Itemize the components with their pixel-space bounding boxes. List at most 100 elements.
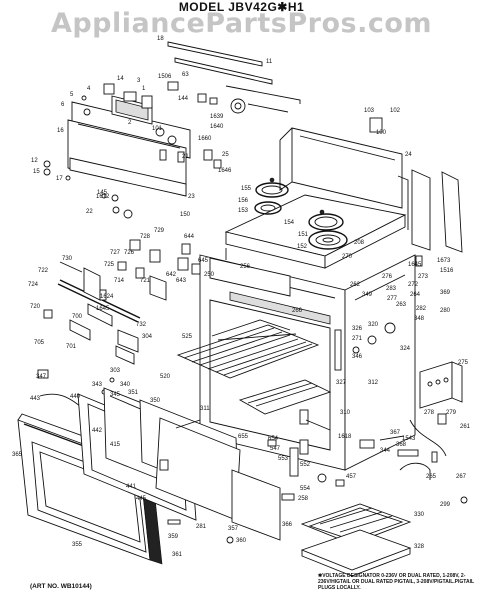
callout: 256 bbox=[240, 264, 251, 270]
callout: 21 bbox=[182, 154, 189, 160]
callout: 151 bbox=[298, 232, 309, 238]
callout: 150 bbox=[180, 212, 191, 218]
callout: 520 bbox=[160, 374, 171, 380]
callout: 729 bbox=[154, 228, 165, 234]
callout: 101 bbox=[152, 126, 163, 132]
callout: 365 bbox=[12, 452, 23, 458]
callout: 283 bbox=[386, 286, 397, 292]
switches-and-clips bbox=[101, 81, 383, 219]
callout: 720 bbox=[30, 304, 41, 310]
callout: 1660 bbox=[198, 136, 212, 142]
callout: 156 bbox=[238, 198, 249, 204]
callout: 276 bbox=[382, 274, 393, 280]
callout: 350 bbox=[150, 398, 161, 404]
callout: 1646 bbox=[218, 168, 232, 174]
callout: 279 bbox=[446, 410, 457, 416]
callout: 1 bbox=[142, 86, 146, 92]
callout: 154 bbox=[284, 220, 295, 226]
hinges-and-brackets bbox=[37, 239, 201, 407]
callout: 1516 bbox=[440, 268, 454, 274]
callout: 368 bbox=[396, 442, 407, 448]
callout: 366 bbox=[282, 522, 293, 528]
cooktop bbox=[224, 127, 407, 269]
callout: 152 bbox=[297, 244, 308, 250]
callout: 273 bbox=[418, 274, 429, 280]
callout: 547 bbox=[270, 446, 281, 452]
callout: 265 bbox=[426, 474, 437, 480]
callout: 344 bbox=[380, 448, 391, 454]
top-trim-bar bbox=[167, 41, 301, 113]
oven-door bbox=[17, 387, 281, 565]
callout: 275 bbox=[458, 360, 469, 366]
callout: 369 bbox=[440, 290, 451, 296]
callout: 654 bbox=[268, 436, 279, 442]
callout: 277 bbox=[387, 296, 398, 302]
callout: 145 bbox=[97, 190, 108, 196]
callout: 721 bbox=[140, 278, 151, 284]
callout: 554 bbox=[300, 486, 311, 492]
callout: 102 bbox=[390, 108, 401, 114]
callout: 355 bbox=[72, 542, 83, 548]
side-panel-right bbox=[397, 169, 463, 267]
callout: 4 bbox=[87, 86, 91, 92]
callout: 258 bbox=[298, 496, 309, 502]
callout: 22 bbox=[86, 209, 93, 215]
callout: 63 bbox=[182, 72, 189, 78]
callout: 730 bbox=[62, 256, 73, 262]
callout: 103 bbox=[364, 108, 375, 114]
callout: 724 bbox=[28, 282, 39, 288]
callout: 326 bbox=[352, 326, 363, 332]
callout: 25 bbox=[222, 152, 229, 158]
callout: 644 bbox=[184, 234, 195, 240]
callout: 14 bbox=[117, 76, 124, 82]
callout: 250 bbox=[204, 272, 215, 278]
callout: 726 bbox=[124, 250, 135, 256]
callout: 320 bbox=[368, 322, 379, 328]
callout: 443 bbox=[30, 396, 41, 402]
callout: 360 bbox=[236, 538, 247, 544]
callout: 310 bbox=[340, 410, 351, 416]
callout: 655 bbox=[238, 434, 249, 440]
callout: 280 bbox=[440, 308, 451, 314]
callout: 282 bbox=[416, 306, 427, 312]
callout: 357 bbox=[228, 526, 239, 532]
callout: 330 bbox=[414, 512, 425, 518]
callout: 153 bbox=[238, 208, 249, 214]
callout: 266 bbox=[292, 308, 303, 314]
callout: 3 bbox=[137, 78, 141, 84]
callout: 271 bbox=[352, 336, 363, 342]
callout: 722 bbox=[38, 268, 49, 274]
callout: 553 bbox=[278, 456, 289, 462]
callout: 261 bbox=[460, 424, 471, 430]
art-number: (ART NO. WB10144) bbox=[30, 583, 92, 590]
callout: 1618 bbox=[338, 434, 352, 440]
callout: 1612 bbox=[96, 194, 110, 200]
callout: 312 bbox=[368, 380, 379, 386]
broiler-pan bbox=[300, 503, 412, 577]
callout: 1645 bbox=[96, 306, 110, 312]
callout: 23 bbox=[188, 194, 195, 200]
callout: 2 bbox=[128, 120, 132, 126]
callout: 299 bbox=[440, 502, 451, 508]
callout: 705 bbox=[34, 340, 45, 346]
callout: 367 bbox=[390, 430, 401, 436]
callout: 6 bbox=[61, 102, 65, 108]
callout: 340 bbox=[120, 382, 131, 388]
callout: 278 bbox=[424, 410, 435, 416]
voltage-footnote: ✱VOLTAGE DESIGNATOR 0-236V OR DUAL RATED… bbox=[318, 573, 474, 591]
callout: 24 bbox=[405, 152, 412, 158]
callout: 725 bbox=[104, 262, 115, 268]
callout: 442 bbox=[92, 428, 103, 434]
callout: 552 bbox=[300, 462, 311, 468]
callout: 359 bbox=[168, 534, 179, 540]
callout: 311 bbox=[200, 406, 210, 412]
callout: 264 bbox=[410, 292, 421, 298]
callout: 728 bbox=[140, 234, 151, 240]
callout: 351 bbox=[128, 390, 139, 396]
callout: 11 bbox=[266, 59, 273, 65]
callout: 349 bbox=[362, 292, 373, 298]
misc-small-parts bbox=[175, 419, 405, 501]
oven-racks bbox=[176, 319, 332, 455]
callout: 16 bbox=[57, 128, 64, 134]
callout: 727 bbox=[110, 250, 121, 256]
